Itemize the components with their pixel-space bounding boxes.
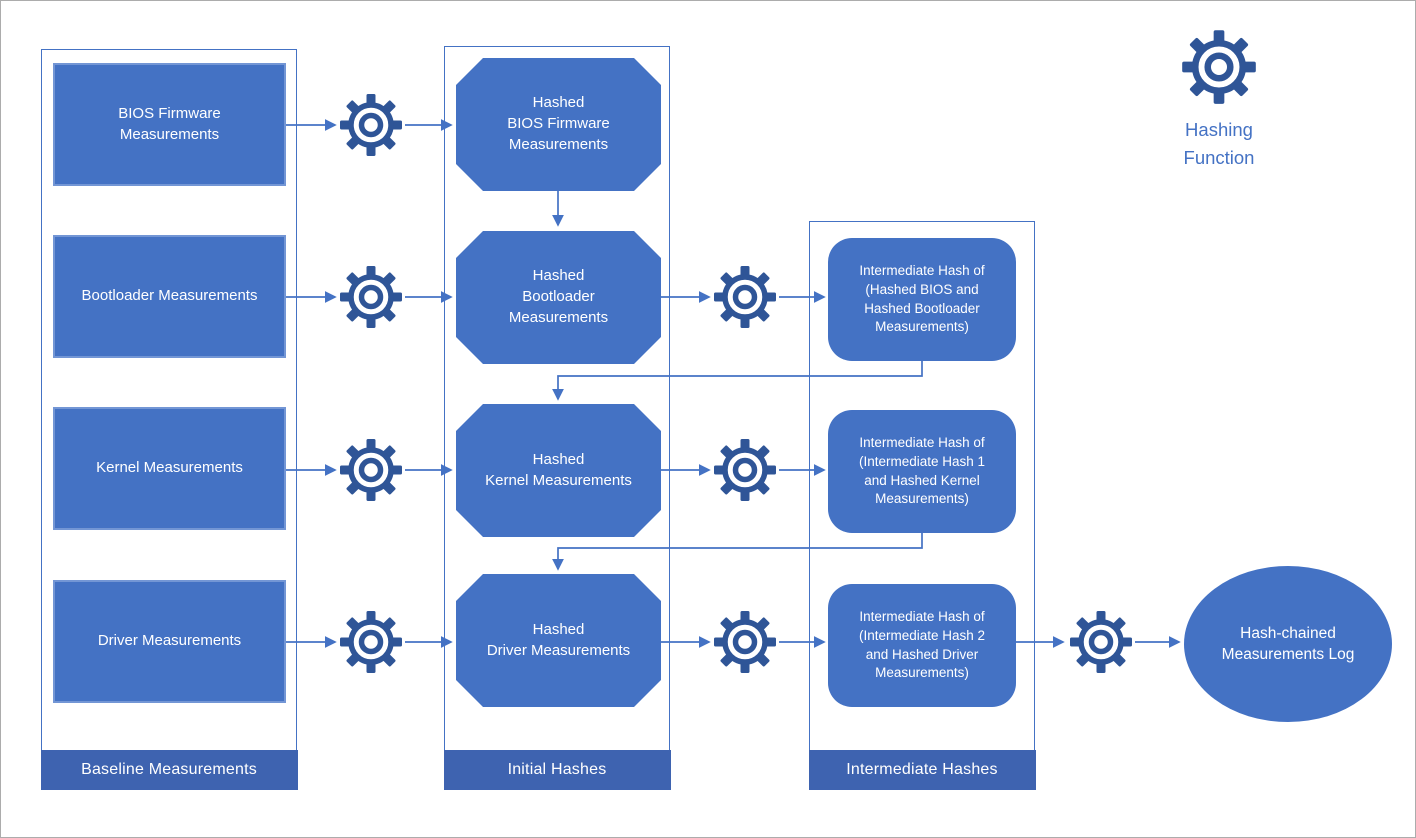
gear-icon xyxy=(340,266,402,328)
node-kernel-measurements: Kernel Measurements xyxy=(53,407,286,530)
group-baseline-measurements: Baseline Measurements xyxy=(40,49,298,790)
group-intermediate-hashes: Intermediate Hashes xyxy=(808,221,1036,790)
node-hash-chained-measurements-log: Hash-chained Measurements Log xyxy=(1184,566,1392,722)
node-bootloader-measurements: Bootloader Measurements xyxy=(53,235,286,358)
group-label-initial-hashes: Initial Hashes xyxy=(443,749,671,790)
node-label: Hashed Driver Measurements xyxy=(486,620,631,659)
gear-icon xyxy=(340,611,402,673)
gear-icon xyxy=(714,266,776,328)
group-label-intermediate-hashes: Intermediate Hashes xyxy=(808,749,1036,790)
node-label: Bootloader Measurements xyxy=(81,287,258,305)
node-label: Hashed BIOS Firmware Measurements xyxy=(507,94,610,153)
node-label: Kernel Measurements xyxy=(96,459,243,477)
node-driver-measurements: Driver Measurements xyxy=(53,580,286,703)
node-hashed-bootloader-measurements: Hashed Bootloader Measurements xyxy=(456,231,661,364)
node-hashed-driver-measurements: Hashed Driver Measurements xyxy=(456,574,661,707)
node-intermediate-hash-3: Intermediate Hash of (Intermediate Hash … xyxy=(828,584,1016,707)
gear-icon xyxy=(340,94,402,156)
gear-icon xyxy=(1181,29,1257,105)
node-label: Driver Measurements xyxy=(97,632,242,650)
legend-hashing-function: Hashing Function xyxy=(1139,29,1299,172)
node-label: Hash-chained Measurements Log xyxy=(1221,624,1355,663)
node-intermediate-hash-1: Intermediate Hash of (Hashed BIOS and Ha… xyxy=(828,238,1016,361)
group-initial-hashes: Initial Hashes xyxy=(443,46,671,790)
node-hashed-bios-firmware-measurements: Hashed BIOS Firmware Measurements xyxy=(456,58,661,191)
gear-icon xyxy=(714,439,776,501)
node-label: Hashed Kernel Measurements xyxy=(485,450,632,489)
gear-icon xyxy=(1070,611,1132,673)
gear-icon xyxy=(714,611,776,673)
legend-label: Hashing Function xyxy=(1183,119,1255,168)
gear-icon xyxy=(340,439,402,501)
node-label: Intermediate Hash of (Intermediate Hash … xyxy=(858,609,986,681)
node-intermediate-hash-2: Intermediate Hash of (Intermediate Hash … xyxy=(828,410,1016,533)
node-label: Hashed Bootloader Measurements xyxy=(508,267,609,326)
node-bios-firmware-measurements: BIOS Firmware Measurements xyxy=(53,63,286,186)
node-label: BIOS Firmware Measurements xyxy=(118,104,221,143)
node-hashed-kernel-measurements: Hashed Kernel Measurements xyxy=(456,404,661,537)
node-label: Intermediate Hash of (Intermediate Hash … xyxy=(858,435,986,507)
node-label: Intermediate Hash of (Hashed BIOS and Ha… xyxy=(859,263,985,335)
group-label-baseline: Baseline Measurements xyxy=(40,749,298,790)
